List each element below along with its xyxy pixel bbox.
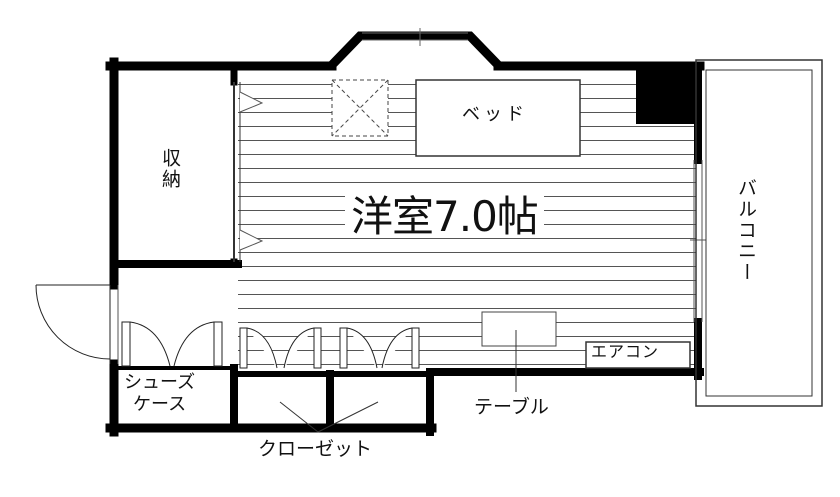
- closet-leader-lines: [279, 401, 379, 433]
- balcony-label: バルコニー: [735, 178, 757, 283]
- table-label: テーブル: [474, 396, 549, 418]
- closet-label: クローゼット: [258, 438, 373, 460]
- pillar: [636, 62, 698, 124]
- room-label: 洋室7.0帖: [345, 196, 544, 238]
- shoe-case-label: シューズ ケース: [124, 372, 195, 416]
- shoe-case-label-line1: シューズ: [124, 372, 196, 393]
- table: [481, 311, 557, 347]
- storage-label: 収納: [159, 148, 181, 190]
- storage-doors: [233, 82, 264, 262]
- bay-window: [326, 28, 504, 71]
- dashed-fixture: [331, 79, 389, 137]
- shoe-case-doors: [121, 321, 223, 367]
- shoe-case-label-line2: ケース: [133, 394, 187, 415]
- walls: [105, 57, 705, 437]
- balcony-window: [690, 160, 706, 322]
- bed: [415, 79, 581, 157]
- balcony: [695, 59, 823, 407]
- closet-doors: [239, 327, 420, 369]
- bed-label: ベッド: [462, 104, 528, 125]
- entrance-door: [35, 284, 119, 364]
- air-conditioner-label: エアコン: [591, 342, 660, 361]
- air-conditioner: [585, 341, 691, 369]
- pillar-notch: [636, 62, 650, 72]
